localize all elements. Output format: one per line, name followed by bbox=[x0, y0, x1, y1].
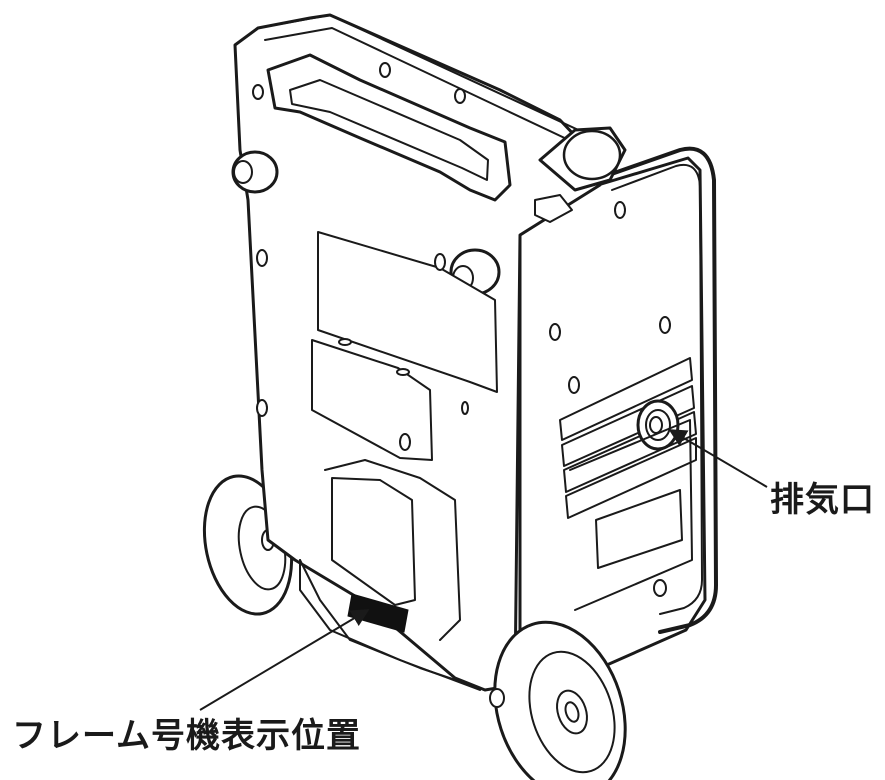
top-right-knob bbox=[534, 126, 627, 223]
roll-frame bbox=[598, 146, 718, 634]
lower-recess bbox=[331, 477, 416, 606]
right-wheel bbox=[493, 620, 627, 780]
frame-number-plate bbox=[347, 593, 409, 633]
exhaust-leader-line bbox=[668, 429, 768, 488]
middle-recess bbox=[311, 339, 433, 461]
frame-number-location-label: フレーム号機表示位置 bbox=[12, 716, 361, 756]
side-label-plate bbox=[595, 489, 683, 569]
frame-leader-line bbox=[199, 609, 370, 711]
exhaust-port bbox=[636, 399, 680, 451]
left-boss bbox=[231, 150, 279, 194]
exhaust-port-label: 排気口 bbox=[770, 480, 875, 520]
